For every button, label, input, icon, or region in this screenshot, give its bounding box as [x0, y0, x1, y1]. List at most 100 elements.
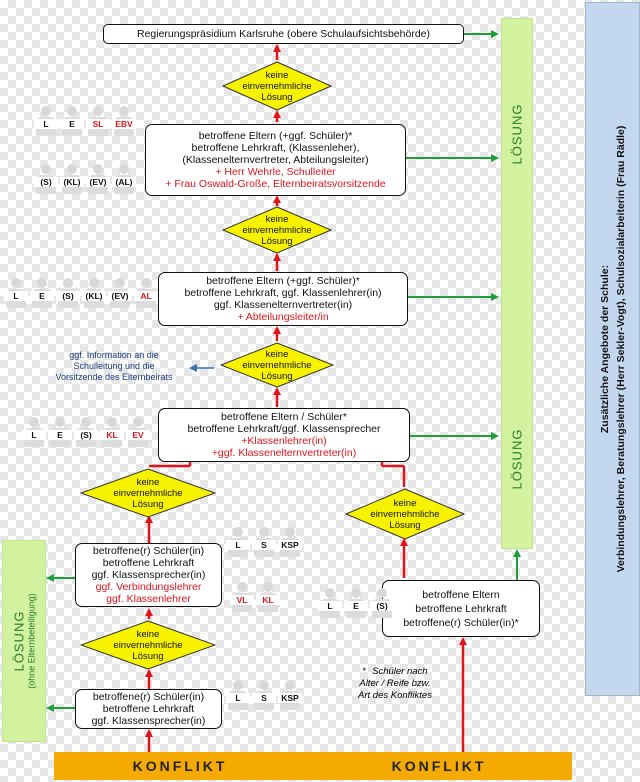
box-line: ggf. Klassenelternvertreter(in): [213, 299, 353, 311]
person-head: [107, 417, 117, 427]
person-role-label: (S): [74, 430, 98, 440]
person-role-label: AL: [134, 291, 158, 301]
konflikt-left-label: KONFLIKT: [132, 758, 228, 774]
person-head: [115, 278, 125, 288]
person-role-label: (S): [370, 601, 394, 611]
box-line: ggf. Klassensprecher(in): [91, 715, 206, 727]
person-head: [63, 278, 73, 288]
person-icon: L: [34, 106, 58, 136]
box-line: ggf. Klassensprecher(in): [91, 569, 206, 581]
person-head: [11, 278, 21, 288]
person-icon: S: [252, 680, 276, 710]
person-head: [93, 106, 103, 116]
loesung-label-bottom: LÖSUNG: [509, 428, 525, 489]
person-head: [351, 588, 361, 598]
diamond-line: einvernehmliche: [242, 359, 312, 371]
person-icon: E: [60, 106, 84, 136]
diamond-line: keine: [265, 348, 289, 360]
left-bottom-box: betroffene(r) Schüler(in) betroffene Leh…: [75, 689, 222, 729]
person-icon: VL: [230, 582, 254, 612]
person-head: [67, 106, 77, 116]
diamond-line: einvernehmliche: [242, 224, 312, 236]
person-icon: EBV: [112, 106, 136, 136]
box-line-red: + Herr Wehrle, Schulleiter: [215, 166, 336, 178]
diamond-line: Lösung: [261, 91, 293, 103]
person-icon: (AL): [112, 164, 136, 194]
box-line: betroffene Lehrkraft: [102, 703, 195, 715]
person-head: [325, 588, 335, 598]
person-head: [263, 582, 273, 592]
person-icon: E: [30, 278, 54, 308]
diamond-shape: [222, 61, 332, 111]
box-line: betroffene(r) Schüler(in)*: [403, 616, 519, 629]
box-line: (Klassenelternvertreter, Abteilungsleite…: [182, 154, 369, 166]
box-line: betroffene Eltern / Schüler*: [221, 411, 347, 423]
person-head: [67, 164, 77, 174]
diamond-line: keine: [136, 628, 160, 640]
person-icon: E: [344, 588, 368, 618]
box-line: betroffene(r) Schüler(in): [92, 691, 205, 703]
person-head: [377, 588, 387, 598]
person-role-label: EV: [126, 430, 150, 440]
box-line-red: + Frau Oswald-Große, Elternbeiratsvorsit…: [165, 178, 386, 190]
regierungspraesidium-box: Regierungspräsidium Karlsruhe (obere Sch…: [103, 24, 464, 44]
person-icon: L: [4, 278, 28, 308]
person-head: [141, 278, 151, 288]
person-icon: EV: [126, 417, 150, 447]
konflikt-bar-left: KONFLIKT: [54, 752, 306, 780]
level4-box: betroffene Eltern (+ggf. Schüler)* betro…: [145, 124, 406, 196]
person-role-label: (EV): [108, 291, 132, 301]
person-head: [233, 680, 243, 690]
diamond-shape: [80, 468, 216, 518]
person-icon: (EV): [108, 278, 132, 308]
person-role-label: SL: [86, 119, 110, 129]
person-role-label: L: [22, 430, 46, 440]
person-role-label: E: [60, 119, 84, 129]
angebote-title: Zusätzliche Angebote der Schule:: [598, 264, 611, 434]
loesung-panel-left: LÖSUNG (ohne Elternbeteiligung): [2, 540, 46, 742]
person-role-label: EBV: [112, 119, 136, 129]
zusaetzliche-angebote-panel: Zusätzliche Angebote der Schule: Verbind…: [585, 2, 640, 696]
diamond-line: Lösung: [389, 519, 421, 531]
diamond-line: keine: [393, 497, 417, 509]
loesung-label-top: LÖSUNG: [509, 103, 525, 164]
info-schulleitung: ggf. Information an die Schulleitung und…: [38, 350, 190, 383]
person-head: [285, 527, 295, 537]
people-group-g2: (S)(KL)(EV)(AL): [34, 164, 138, 194]
loesung-left-sub: (ohne Elternbeteiligung): [26, 593, 37, 689]
person-role-label: S: [252, 540, 276, 550]
person-icon: KSP: [278, 680, 302, 710]
box-line: betroffene Lehrkraft: [102, 557, 195, 569]
person-role-label: KL: [256, 595, 280, 605]
person-icon: (EV): [86, 164, 110, 194]
person-icon: L: [226, 527, 250, 557]
box-line-red: +ggf. Klassenelternvertreter(in): [211, 447, 357, 459]
person-role-label: (S): [34, 177, 58, 187]
person-icon: S: [252, 527, 276, 557]
diamond-line: Lösung: [132, 498, 164, 510]
person-head: [133, 417, 143, 427]
person-role-label: (S): [56, 291, 80, 301]
box-line: betroffene Lehrkraft, ggf. Klassenlehrer…: [184, 287, 382, 299]
diamond-line: keine: [136, 476, 160, 488]
person-head: [81, 417, 91, 427]
diamond-shape: [222, 206, 332, 254]
person-icon: E: [48, 417, 72, 447]
person-role-label: L: [4, 291, 28, 301]
person-head: [259, 680, 269, 690]
loesung-left-label: LÖSUNG: [11, 610, 27, 672]
diamond-line: einvernehmliche: [242, 80, 312, 92]
note-line: Art des Konfliktes: [358, 690, 432, 701]
person-icon: (KL): [60, 164, 84, 194]
konflikt-right-label: KONFLIKT: [391, 758, 487, 774]
person-icon: (S): [370, 588, 394, 618]
person-role-label: L: [226, 540, 250, 550]
